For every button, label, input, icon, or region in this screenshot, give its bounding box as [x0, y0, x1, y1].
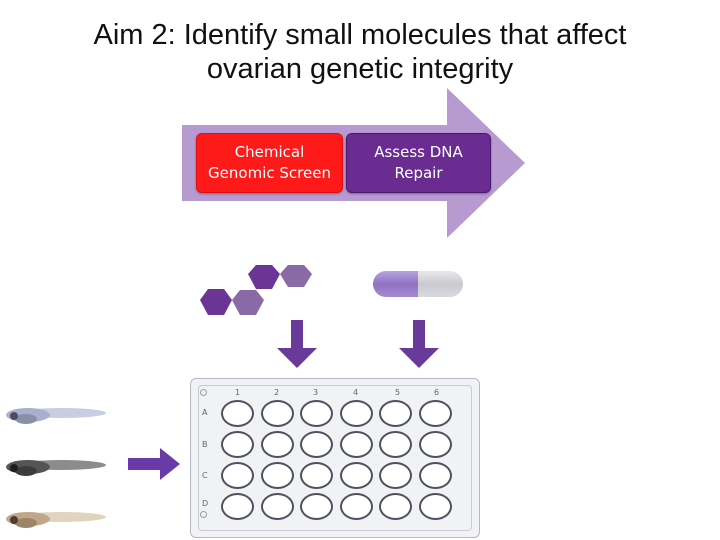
plate-well — [300, 493, 333, 520]
plate-row-label: B — [202, 440, 208, 449]
plate-well — [300, 431, 333, 458]
plate-row-label: C — [202, 471, 208, 480]
down-arrow-icon — [399, 320, 439, 368]
right-arrow-shape — [128, 448, 180, 480]
step2-line1: Assess DNA — [374, 143, 463, 161]
down-arrow-2-shape — [399, 320, 439, 368]
plate-row-label: D — [202, 499, 209, 508]
plate-notch-bottom — [200, 511, 207, 518]
plate-well — [379, 462, 412, 489]
larva-3-eye — [10, 516, 18, 524]
plate-well — [221, 462, 254, 489]
plate-well — [339, 431, 373, 458]
molecule-hexagon-icon — [200, 265, 312, 315]
step2-line2: Repair — [394, 164, 443, 182]
down-arrow-icon — [277, 320, 317, 368]
plate-inner-frame — [198, 385, 472, 531]
plate-well — [339, 462, 373, 489]
plate-well — [260, 431, 294, 458]
plate-column-label: 4 — [353, 388, 359, 397]
plate-well — [339, 400, 373, 427]
plate-column-label: 3 — [313, 388, 319, 397]
hexagon-1 — [248, 265, 280, 289]
plate-well — [300, 462, 333, 489]
larva-1-eye — [10, 412, 18, 420]
plate-well — [418, 431, 452, 458]
right-arrow-icon — [128, 448, 180, 480]
plate-well — [221, 400, 254, 427]
plate-well — [260, 493, 294, 520]
plate-well — [418, 493, 452, 520]
plate-well — [418, 400, 452, 427]
step-chemical-genomic-screen: Chemical Genomic Screen — [196, 133, 343, 193]
step1-line1: Chemical — [234, 143, 305, 161]
pill-left-half — [373, 271, 418, 297]
plate-column-label: 6 — [434, 388, 440, 397]
plate-column-label: 1 — [235, 388, 241, 397]
plate-well — [221, 493, 254, 520]
plate-well — [221, 431, 254, 458]
plate-notch-top — [200, 389, 207, 396]
title-line-1: Aim 2: Identify small molecules that aff… — [93, 19, 627, 51]
larva-1-yolk — [15, 414, 37, 424]
plate-well — [300, 400, 333, 427]
larva-3-yolk — [15, 518, 37, 528]
plate-well — [379, 493, 412, 520]
plate-well — [379, 431, 412, 458]
plate-column-label: 5 — [395, 388, 401, 397]
capsule-pill-icon — [373, 271, 463, 297]
plate-well — [260, 462, 294, 489]
plate-wells — [191, 379, 479, 537]
hexagon-4 — [232, 290, 264, 315]
hexagon-3 — [200, 289, 232, 315]
plate-row-label: A — [202, 408, 208, 417]
step-assess-dna-repair: Assess DNA Repair — [346, 133, 491, 193]
step1-line2: Genomic Screen — [208, 164, 331, 182]
zebrafish-larva-icon — [6, 460, 106, 476]
plate-well — [379, 400, 412, 427]
plate-well — [260, 400, 294, 427]
zebrafish-larva-icon — [6, 512, 106, 528]
pill-right-half — [418, 271, 463, 297]
page-title: Aim 2: Identify small molecules that aff… — [0, 18, 720, 86]
larva-2-yolk — [15, 466, 37, 476]
plate-column-label: 2 — [274, 388, 280, 397]
down-arrow-1-shape — [277, 320, 317, 368]
hexagon-2 — [280, 265, 312, 287]
larva-2-eye — [10, 464, 18, 472]
title-line-2: ovarian genetic integrity — [206, 53, 514, 85]
zebrafish-larva-icon — [6, 408, 106, 424]
plate-well — [339, 493, 373, 520]
well-plate-icon: 1 2 3 4 5 6 A B C D — [190, 378, 480, 538]
plate-well — [418, 462, 452, 489]
